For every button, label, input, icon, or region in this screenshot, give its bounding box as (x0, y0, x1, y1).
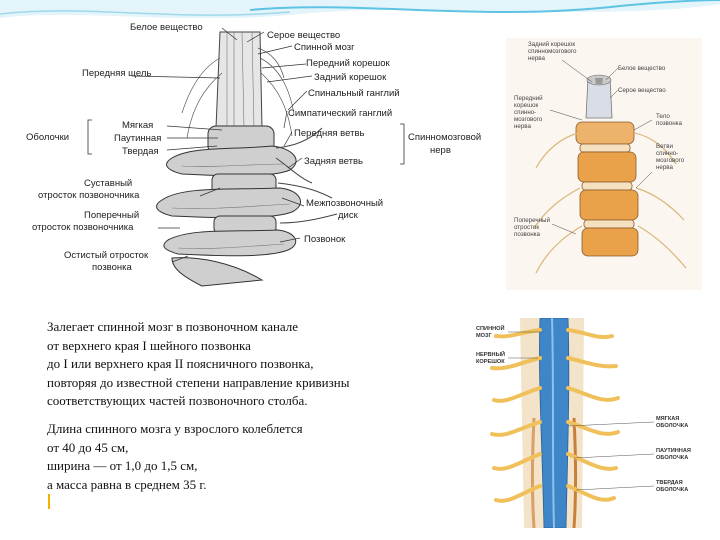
vertebrae-stack (156, 125, 301, 287)
f3-label-spinal-cord-1: СПИННОЙ (476, 324, 505, 332)
paragraph-dimensions-line: а масса равна в среднем 35 г. (47, 476, 467, 509)
disc-1 (579, 143, 631, 153)
f3-label-pia-2: ОБОЛОЧКА (656, 423, 688, 429)
f3-label-dura-2: ОБОЛОЧКА (656, 487, 688, 493)
f2-label-transverse-1: Поперечный (514, 217, 550, 224)
f3-label-arachnoid-1: ПАУТИННАЯ (656, 448, 691, 454)
f3-label-arachnoid-2: ОБОЛОЧКА (656, 455, 688, 461)
vertebra-body-2 (577, 151, 637, 183)
text-cursor (48, 494, 50, 509)
f3-label-nerve-root-1: НЕРВНЫЙ (476, 350, 505, 358)
f2-label-anterior-root-3: спинно- (514, 109, 536, 116)
paragraph-location-line: от верхнего края I шейного позвонка (47, 337, 251, 353)
spinal-cord-membranes-diagram: СПИННОЙ МОЗГ НЕРВНЫЙ КОРЕШОК МЯГКАЯ ОБОЛ… (472, 317, 704, 529)
header-wave-decoration (0, 0, 720, 19)
f2-label-gray-matter: Серое вещество (618, 87, 666, 94)
f3-label-dura-1: ТВЕРДАЯ (656, 480, 683, 486)
f3-label-pia-1: МЯГКАЯ (656, 416, 679, 422)
f2-label-transverse-3: позвонка (514, 231, 540, 238)
label-disc-1: Межпозвоночный (306, 198, 383, 209)
label-pia: Мягкая (122, 120, 153, 131)
label-membranes: Оболочки (26, 132, 69, 143)
f3-label-nerve-root-2: КОРЕШОК (476, 359, 505, 365)
label-articular-1: Суставный (84, 178, 132, 189)
paragraph-dimensions-line: Длина спинного мозга у взрослого колебле… (47, 421, 303, 436)
label-anterior-fissure: Передняя щель (82, 68, 151, 79)
label-vertebra: Позвонок (304, 234, 346, 245)
f3-label-spinal-cord-2: МОЗГ (476, 333, 493, 339)
label-dura: Твердая (122, 146, 159, 157)
vertebral-column-color-diagram: Задний корешок спинномозгового нерва Бел… (506, 38, 702, 290)
paragraph-location-line: Залегает спинной мозг в позвоночном кана… (47, 319, 299, 334)
label-spinal-cord: Спинной мозг (294, 42, 355, 53)
label-transverse-2: отросток позвоночника (32, 222, 134, 233)
f2-label-white-matter: Белое вещество (618, 65, 666, 72)
label-spinous-2: позвонка (92, 262, 133, 273)
paragraph-location-line: соответствующих частей позвоночного стол… (47, 393, 308, 408)
disc-3 (583, 219, 635, 229)
paragraph-dimensions-line: от 40 до 45 см, (47, 439, 129, 455)
label-articular-2: отросток позвоночника (38, 190, 140, 201)
f2-label-branches-4: нерва (656, 164, 674, 171)
paragraph-location: Залегает спинной мозг в позвоночном кана… (47, 318, 457, 411)
label-transverse-1: Поперечный (84, 210, 139, 221)
label-spinal-ganglion: Спинальный ганглий (308, 88, 400, 99)
f2-label-transverse-2: отросток (514, 224, 539, 231)
label-arachnoid: Паутинная (114, 133, 161, 144)
paragraph-dimensions: Длина спинного мозга у взрослого колебле… (47, 420, 467, 509)
f2-label-anterior-root-5: нерва (514, 123, 532, 130)
label-gray-matter: Серое вещество (267, 30, 340, 41)
paragraph-dimensions-last: а масса равна в среднем 35 г. (47, 476, 207, 492)
vertebra-body-4 (581, 227, 639, 257)
paragraph-location-line: повторяя до известной степени направлени… (47, 374, 350, 390)
spinal-column-diagram: Белое вещество Серое вещество Спинной мо… (22, 18, 496, 288)
f2-label-branches-1: Ветви (656, 143, 673, 150)
label-anterior-branch: Передняя ветвь (294, 128, 364, 139)
label-spinous-1: Остистый отросток (64, 250, 149, 261)
f2-label-branches-2: спинно- (656, 150, 678, 157)
paragraph-dimensions-line: ширина — от 1,0 до 1,5 см, (47, 458, 198, 473)
label-sympathetic-ganglion: Симпатический ганглий (288, 108, 392, 119)
vertebra-body-1 (575, 121, 635, 145)
label-disc-2: диск (338, 210, 359, 221)
f2-label-anterior-root-4: мозгового (514, 116, 543, 123)
f2-label-anterior-root-1: Передний (514, 95, 543, 102)
paragraph-location-line: до I или верхнего края II поясничного по… (47, 356, 314, 371)
disc-2 (581, 181, 633, 191)
f2-label-body-2: позвонка (656, 120, 682, 127)
f2-label-posterior-root-3: нерва (528, 55, 546, 62)
f2-label-branches-3: мозгового (656, 157, 685, 164)
spinal-cord-shape (215, 31, 263, 129)
f2-label-posterior-root-2: спинномозгового (528, 48, 577, 55)
f2-label-body-1: Тело (656, 113, 670, 120)
label-anterior-root: Передний корешок (306, 58, 391, 69)
label-white-matter: Белое вещество (130, 22, 203, 33)
label-posterior-root: Задний корешок (314, 72, 387, 83)
label-spinal-nerve-2: нерв (430, 145, 451, 156)
nerve-branches (490, 328, 620, 503)
label-posterior-branch: Задняя ветвь (304, 156, 363, 167)
f2-label-posterior-root-1: Задний корешок (528, 41, 575, 48)
label-spinal-nerve-1: Спинномозговой (408, 132, 481, 143)
vertebra-body-3 (579, 189, 639, 221)
f2-label-anterior-root-2: корешок (514, 102, 539, 109)
